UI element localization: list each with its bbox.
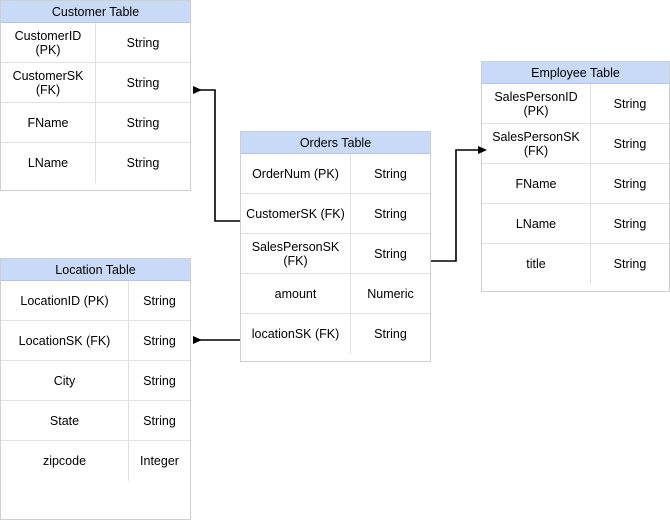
table-row[interactable]: LName String bbox=[1, 143, 190, 183]
field-type-cell: String bbox=[143, 413, 176, 428]
field-type-cell: String bbox=[374, 206, 407, 221]
table-row[interactable]: OrderNum (PK) String bbox=[241, 154, 430, 194]
field-type-cell: String bbox=[143, 373, 176, 388]
field-name-cell: LocationSK (FK) bbox=[1, 321, 129, 360]
employee-table[interactable]: Employee Table SalesPersonID (PK) String… bbox=[481, 61, 670, 292]
table-row[interactable]: LocationSK (FK) String bbox=[1, 321, 190, 361]
field-type-cell: String bbox=[613, 257, 647, 271]
field-type-cell: String bbox=[374, 166, 407, 181]
table-row[interactable]: FName String bbox=[482, 164, 669, 204]
table-row[interactable]: SalesPersonSK (FK) String bbox=[241, 234, 430, 274]
table-row[interactable]: CustomerSK (FK) String bbox=[1, 63, 190, 103]
field-name-cell: City bbox=[1, 361, 129, 400]
field-type-cell: String bbox=[143, 333, 176, 348]
field-name-cell: LName bbox=[482, 204, 591, 243]
table-row[interactable]: amount Numeric bbox=[241, 274, 430, 314]
field-name-cell: OrderNum (PK) bbox=[241, 154, 351, 193]
field-name-cell: LocationID (PK) bbox=[1, 281, 129, 320]
table-row[interactable]: FName String bbox=[1, 103, 190, 143]
field-type-cell: String bbox=[613, 216, 647, 231]
orders-table[interactable]: Orders Table OrderNum (PK) String Custom… bbox=[240, 131, 431, 362]
table-row[interactable]: City String bbox=[1, 361, 190, 401]
table-row[interactable]: LName String bbox=[482, 204, 669, 244]
table-row[interactable]: SalesPersonSK (FK) String bbox=[482, 124, 669, 164]
table-row[interactable]: CustomerSK (FK) String bbox=[241, 194, 430, 234]
field-type-cell: String bbox=[126, 75, 160, 90]
orders-table-title: Orders Table bbox=[241, 132, 430, 154]
customer-table[interactable]: Customer Table CustomerID (PK) String Cu… bbox=[0, 0, 191, 191]
field-name-cell: zipcode bbox=[1, 441, 129, 481]
field-name-cell: SalesPersonSK (FK) bbox=[482, 124, 591, 163]
field-type-cell: String bbox=[143, 293, 176, 308]
field-type-cell: Numeric bbox=[367, 286, 414, 301]
field-name-cell: CustomerSK (FK) bbox=[241, 194, 351, 233]
location-table-title: Location Table bbox=[1, 259, 190, 281]
field-name-cell: CustomerSK (FK) bbox=[1, 63, 96, 102]
table-row[interactable]: title String bbox=[482, 244, 669, 284]
table-row[interactable]: State String bbox=[1, 401, 190, 441]
field-type-cell: String bbox=[613, 176, 647, 191]
field-name-cell: CustomerID (PK) bbox=[1, 23, 96, 62]
field-name-cell: FName bbox=[482, 164, 591, 203]
field-name-cell: State bbox=[1, 401, 129, 440]
field-name-cell: amount bbox=[241, 274, 351, 313]
field-name-cell: title bbox=[482, 244, 591, 284]
table-row[interactable]: zipcode Integer bbox=[1, 441, 190, 481]
location-table[interactable]: Location Table LocationID (PK) String Lo… bbox=[0, 258, 191, 520]
table-row[interactable]: locationSK (FK) String bbox=[241, 314, 430, 354]
employee-table-title: Employee Table bbox=[482, 62, 669, 84]
field-type-cell: String bbox=[613, 136, 647, 151]
customer-table-title: Customer Table bbox=[1, 1, 190, 23]
field-type-cell: Integer bbox=[140, 454, 179, 468]
field-type-cell: String bbox=[126, 156, 160, 170]
field-type-cell: String bbox=[374, 246, 407, 261]
field-name-cell: locationSK (FK) bbox=[241, 314, 351, 354]
table-row[interactable]: LocationID (PK) String bbox=[1, 281, 190, 321]
field-name-cell: LName bbox=[1, 143, 96, 183]
field-type-cell: String bbox=[126, 35, 160, 50]
field-type-cell: String bbox=[126, 115, 160, 130]
field-name-cell: SalesPersonID (PK) bbox=[482, 84, 591, 123]
field-name-cell: FName bbox=[1, 103, 96, 142]
table-row[interactable]: SalesPersonID (PK) String bbox=[482, 84, 669, 124]
connector-orders-to-customer bbox=[193, 86, 240, 222]
field-name-cell: SalesPersonSK (FK) bbox=[241, 234, 351, 273]
connector-orders-to-employee bbox=[431, 146, 487, 262]
table-row[interactable]: CustomerID (PK) String bbox=[1, 23, 190, 63]
field-type-cell: String bbox=[374, 327, 407, 341]
field-type-cell: String bbox=[613, 96, 647, 111]
